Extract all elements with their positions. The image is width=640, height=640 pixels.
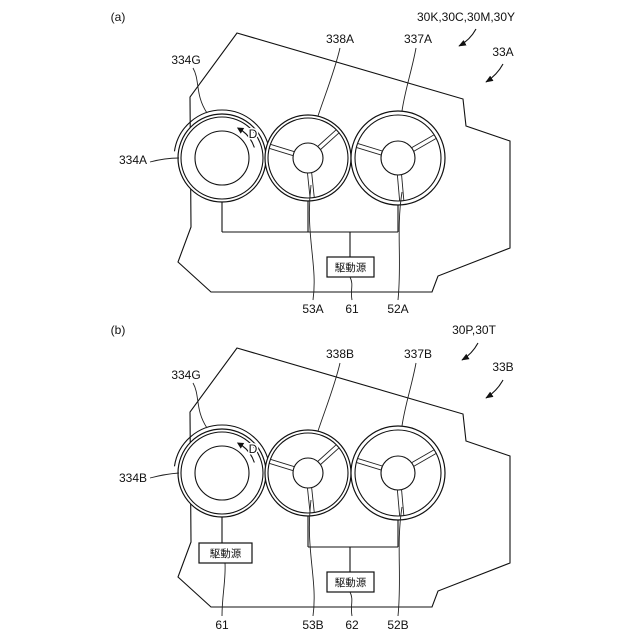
roller-middle-outer-rim — [265, 430, 351, 516]
drive-ref-label: 61 — [345, 302, 359, 316]
drive-source-right-label: 駆動源 — [335, 576, 367, 589]
rotation-direction-label: D — [249, 442, 258, 456]
panel-a: 駆動源 (a) 30K,30C,30M,30Y 33A 334G 338A 33… — [111, 10, 515, 316]
leader-roller-middle — [318, 363, 340, 431]
group-reference-arrow — [459, 29, 476, 46]
ring-ref-label: 334G — [171, 53, 200, 67]
roller-middle-label: 338A — [326, 32, 354, 46]
drive-source-label: 駆動源 — [335, 261, 367, 274]
unit-reference-arrow — [486, 64, 503, 82]
panel-label: (b) — [111, 323, 126, 337]
drive-left-ref-label: 61 — [215, 618, 229, 632]
hub-middle-label: 53A — [302, 302, 323, 316]
leader-roller-middle — [318, 48, 340, 116]
roller-right-label: 337A — [404, 32, 432, 46]
rollers-b — [174, 425, 445, 520]
leader-drive-source — [350, 277, 352, 300]
hub-right-label: 52A — [387, 302, 408, 316]
drive-right-ref-label: 62 — [345, 618, 359, 632]
unit-reference-arrow — [486, 380, 503, 398]
drive-source-left-label: 駆動源 — [210, 547, 242, 560]
leader-drive-source-left — [222, 563, 225, 616]
leader-roller-right — [402, 363, 416, 426]
unit-group-label: 30P,30T — [452, 323, 496, 337]
leader-hub-middle — [309, 185, 314, 300]
group-reference-arrow — [462, 343, 478, 360]
hub-right-label: 52B — [387, 618, 408, 632]
unit-label: 33B — [492, 360, 513, 374]
roller-left-label: 334A — [119, 153, 147, 167]
panel-label: (a) — [111, 10, 126, 24]
leader-roller-right — [402, 48, 416, 111]
roller-right-outer-rim — [351, 426, 445, 520]
leader-hub-middle — [309, 500, 314, 616]
ring-ref-label: 334G — [171, 368, 200, 382]
roller-middle-label: 338B — [326, 347, 354, 361]
rollers-a — [174, 110, 445, 205]
roller-middle-outer-rim — [265, 115, 351, 201]
roller-right-outer-rim — [351, 111, 445, 205]
roller-right-label: 337B — [404, 347, 432, 361]
unit-group-label: 30K,30C,30M,30Y — [417, 10, 515, 24]
leader-roller-left — [150, 158, 179, 162]
leader-drive-source-right — [350, 592, 352, 616]
unit-label: 33A — [492, 45, 513, 59]
hub-middle-label: 53B — [302, 618, 323, 632]
leader-hub-right — [398, 192, 402, 300]
leader-roller-left — [150, 473, 179, 478]
roller-left-label: 334B — [119, 471, 147, 485]
leader-hub-right — [398, 507, 402, 616]
rotation-direction-label: D — [249, 127, 258, 141]
panel-b: 駆動源 駆動源 (b) 30P,30T 33B 334G 338B 337B 3… — [111, 323, 514, 632]
